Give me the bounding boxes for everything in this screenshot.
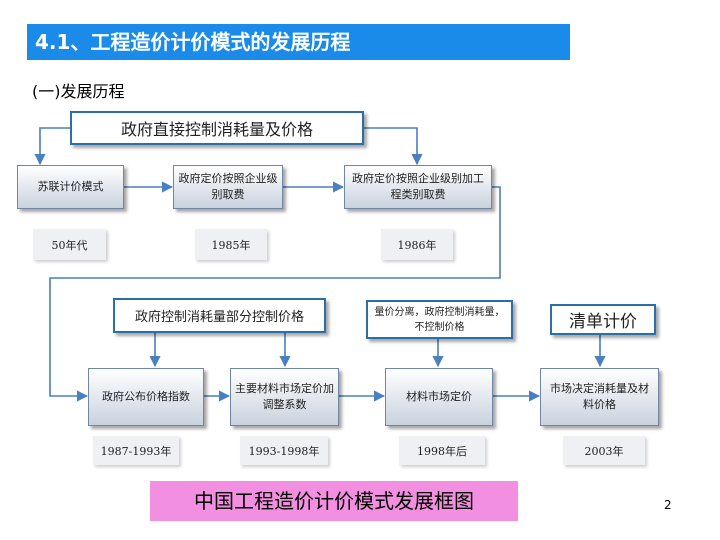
date-label: 2003年	[563, 436, 645, 465]
date-label: 1993-1998年	[240, 436, 328, 465]
diagram-caption: 中国工程造价计价模式发展框图	[150, 481, 518, 521]
top-control-right-connector	[364, 127, 423, 166]
flow-box-material-adjust: 主要材料市场定价加调整系数	[230, 368, 339, 426]
top-control-left-connector	[34, 127, 70, 166]
flow-box-price-index: 政府公布价格指数	[88, 368, 204, 426]
date-label: 1985年	[195, 229, 267, 260]
top-control-box: 政府直接控制消耗量及价格	[70, 111, 364, 145]
flow-box-soviet: 苏联计价模式	[17, 165, 124, 209]
bill-pricing-box: 清单计价	[550, 304, 656, 335]
section-label: (一)发展历程	[32, 82, 125, 101]
date-label: 1986年	[381, 229, 453, 260]
slide-title: 4.1、工程造价计价模式的发展历程	[27, 24, 570, 60]
date-label: 1987-1993年	[93, 436, 179, 465]
wrap-connector	[49, 186, 501, 402]
flow-box-enterprise-grade: 政府定价按照企业级别取费	[173, 165, 283, 209]
date-label: 50年代	[33, 229, 106, 260]
flow-box-material-market: 材料市场定价	[385, 368, 493, 426]
flow-box-market-decides: 市场决定消耗量及材料价格	[540, 368, 659, 426]
separation-control-box: 量价分离，政府控制消耗量，不控制价格	[366, 300, 513, 339]
date-label: 1998年后	[399, 436, 485, 465]
page-number: 2	[664, 498, 672, 512]
flow-box-enterprise-project-type: 政府定价按照企业级别加工程类别取费	[344, 165, 492, 209]
partial-control-box: 政府控制消耗量部分控制价格	[113, 298, 326, 333]
